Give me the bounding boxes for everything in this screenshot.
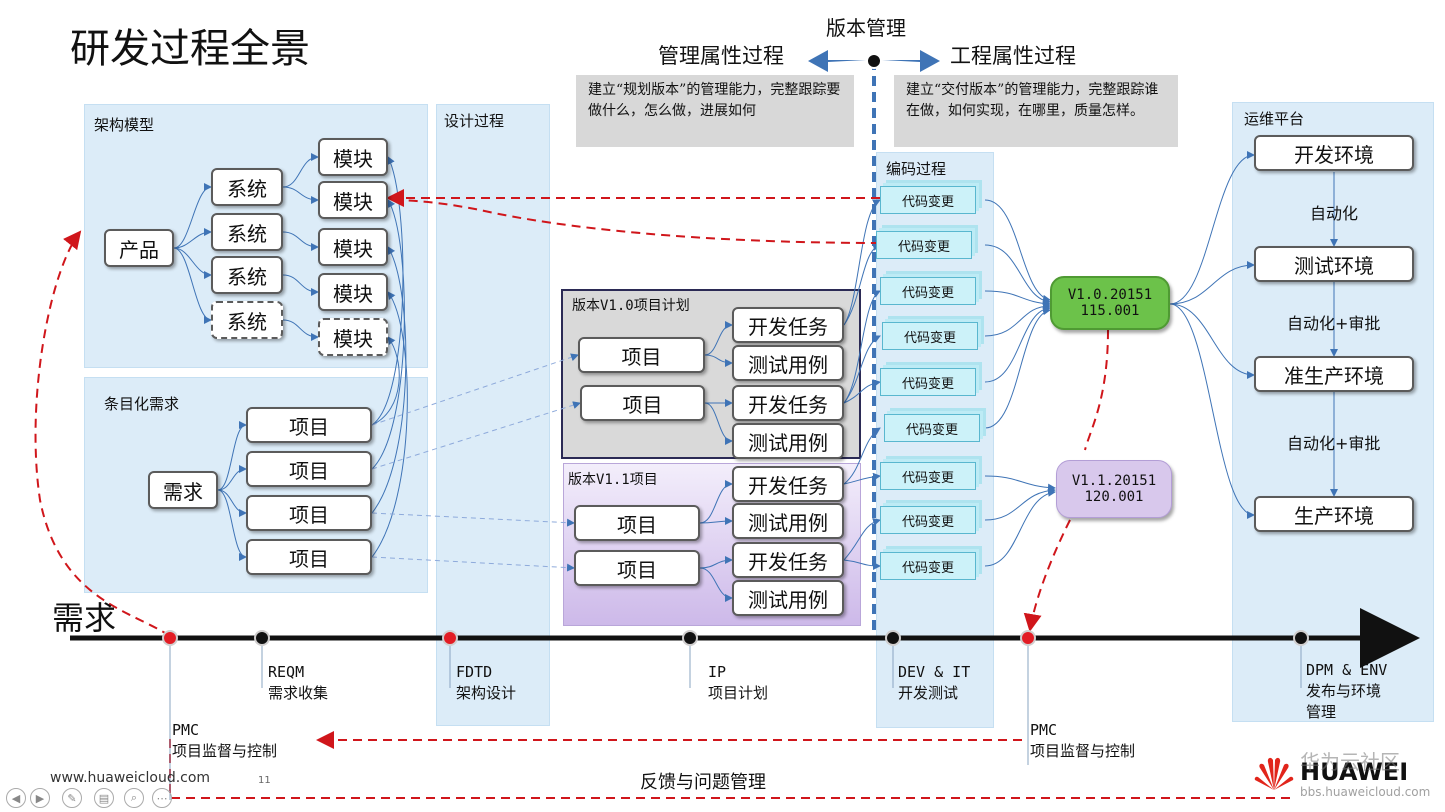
version-mgmt-label: 版本管理 bbox=[826, 16, 906, 40]
req-item-box: 项目 bbox=[246, 539, 372, 575]
system-box-planned: 系统 bbox=[211, 301, 283, 339]
system-box: 系统 bbox=[211, 168, 283, 206]
eng-process-label: 工程属性过程 bbox=[950, 44, 1076, 68]
milestone-code: DPM & ENV bbox=[1306, 661, 1388, 679]
req-item-box: 项目 bbox=[246, 407, 372, 443]
milestone-name: 需求收集 bbox=[268, 684, 329, 702]
code-change-box: 代码变更 bbox=[876, 231, 972, 259]
prev-slide-icon[interactable]: ◀ bbox=[6, 788, 26, 808]
milestone-code: DEV & IT bbox=[898, 663, 971, 681]
version-v11-line1: V1.1.20151 bbox=[1071, 473, 1157, 489]
test-case-box: 测试用例 bbox=[732, 423, 844, 459]
more-icon[interactable]: ⋯ bbox=[152, 788, 172, 808]
ops-step-label: 自动化+审批 bbox=[1287, 314, 1381, 333]
product-box: 产品 bbox=[104, 229, 174, 267]
module-box: 模块 bbox=[318, 181, 388, 219]
system-box: 系统 bbox=[211, 256, 283, 294]
footer-url: www.huaweicloud.com bbox=[50, 770, 211, 786]
req-item-box: 项目 bbox=[246, 495, 372, 531]
feedback-label: 反馈与问题管理 bbox=[640, 772, 766, 793]
milestone-code: IP bbox=[708, 663, 727, 681]
milestone-code: FDTD bbox=[456, 663, 493, 681]
ops-step-label: 自动化+审批 bbox=[1287, 434, 1381, 453]
plan-item-box: 项目 bbox=[578, 337, 705, 373]
pmc-code-right: PMC bbox=[1030, 721, 1058, 739]
milestone-name: 发布与环境管理 bbox=[1306, 682, 1382, 721]
code-change-box: 代码变更 bbox=[880, 277, 976, 305]
mgmt-note: 建立“规划版本”的管理能力，完整跟踪要做什么，怎么做，进展如何 bbox=[576, 75, 854, 147]
design-panel bbox=[436, 104, 550, 726]
dev-task-box: 开发任务 bbox=[732, 542, 844, 578]
pen-icon[interactable]: ✎ bbox=[62, 788, 82, 808]
dev-task-box: 开发任务 bbox=[732, 466, 844, 502]
dev-task-box: 开发任务 bbox=[732, 385, 844, 421]
milestone-name: 开发测试 bbox=[898, 684, 959, 702]
next-slide-icon[interactable]: ▶ bbox=[30, 788, 50, 808]
ops-step-label: 自动化 bbox=[1310, 204, 1359, 223]
eng-note: 建立“交付版本”的管理能力，完整跟踪谁在做，如何实现，在哪里，质量怎样。 bbox=[894, 75, 1178, 147]
dev-task-box: 开发任务 bbox=[732, 307, 844, 343]
version-v10-line2: 115.001 bbox=[1080, 303, 1140, 319]
code-change-box: 代码变更 bbox=[880, 462, 976, 490]
watermark-url: bbs.huaweicloud.com bbox=[1300, 785, 1431, 799]
system-box: 系统 bbox=[211, 213, 283, 251]
version-v11-line2: 120.001 bbox=[1084, 489, 1144, 505]
code-change-box: 代码变更 bbox=[884, 414, 980, 442]
req-panel-title: 条目化需求 bbox=[104, 395, 180, 413]
version-v11-badge: V1.1.20151 120.001 bbox=[1056, 460, 1172, 518]
version-v10-line1: V1.0.20151 bbox=[1067, 287, 1153, 303]
module-box: 模块 bbox=[318, 138, 388, 176]
watermark-text: 华为云社区 bbox=[1300, 750, 1400, 774]
req-item-box: 项目 bbox=[246, 451, 372, 487]
mgmt-process-label: 管理属性过程 bbox=[658, 44, 784, 68]
ops-panel bbox=[1232, 102, 1434, 722]
env-dev-box: 开发环境 bbox=[1254, 135, 1414, 171]
design-panel-title: 设计过程 bbox=[444, 112, 505, 130]
timeline-label: 需求 bbox=[52, 599, 117, 637]
slide-nav-controls: ◀ ▶ ✎ ▤ ⌕ ⋯ bbox=[6, 788, 176, 808]
test-case-box: 测试用例 bbox=[732, 580, 844, 616]
zoom-icon[interactable]: ⌕ bbox=[124, 788, 144, 808]
code-change-box: 代码变更 bbox=[882, 322, 978, 350]
requirement-box: 需求 bbox=[148, 471, 218, 509]
milestone-name: 架构设计 bbox=[456, 684, 517, 702]
code-change-box: 代码变更 bbox=[880, 506, 976, 534]
env-test-box: 测试环境 bbox=[1254, 246, 1414, 282]
page-number: 11 bbox=[258, 775, 271, 786]
milestone-code: REQM bbox=[268, 663, 305, 681]
code-change-box: 代码变更 bbox=[880, 186, 976, 214]
env-preprod-box: 准生产环境 bbox=[1254, 356, 1414, 392]
pmc-name-left: 项目监督与控制 bbox=[172, 742, 278, 760]
arch-panel-title: 架构模型 bbox=[94, 116, 155, 134]
module-box: 模块 bbox=[318, 273, 388, 311]
test-case-box: 测试用例 bbox=[732, 345, 844, 381]
module-box-planned: 模块 bbox=[318, 318, 388, 356]
env-prod-box: 生产环境 bbox=[1254, 496, 1414, 532]
pmc-name-right: 项目监督与控制 bbox=[1030, 742, 1136, 760]
brand-name: HUAWEI bbox=[1300, 758, 1409, 786]
huawei-logo-icon bbox=[1254, 756, 1294, 792]
test-case-box: 测试用例 bbox=[732, 503, 844, 539]
plan-v11-title: 版本V1.1项目 bbox=[568, 472, 658, 488]
plan-item-box: 项目 bbox=[574, 550, 700, 586]
version-v10-badge: V1.0.20151 115.001 bbox=[1050, 276, 1170, 330]
coding-panel-title: 编码过程 bbox=[886, 160, 947, 178]
page-title: 研发过程全景 bbox=[70, 26, 310, 72]
code-change-box: 代码变更 bbox=[880, 368, 976, 396]
plan-v10-title: 版本V1.0项目计划 bbox=[572, 298, 690, 314]
module-box: 模块 bbox=[318, 228, 388, 266]
slides-icon[interactable]: ▤ bbox=[94, 788, 114, 808]
plan-item-box: 项目 bbox=[580, 385, 705, 421]
milestone-name: 项目计划 bbox=[708, 684, 769, 702]
pmc-code-left: PMC bbox=[172, 721, 200, 739]
code-change-box: 代码变更 bbox=[880, 552, 976, 580]
ops-panel-title: 运维平台 bbox=[1244, 110, 1305, 128]
plan-item-box: 项目 bbox=[574, 505, 700, 541]
